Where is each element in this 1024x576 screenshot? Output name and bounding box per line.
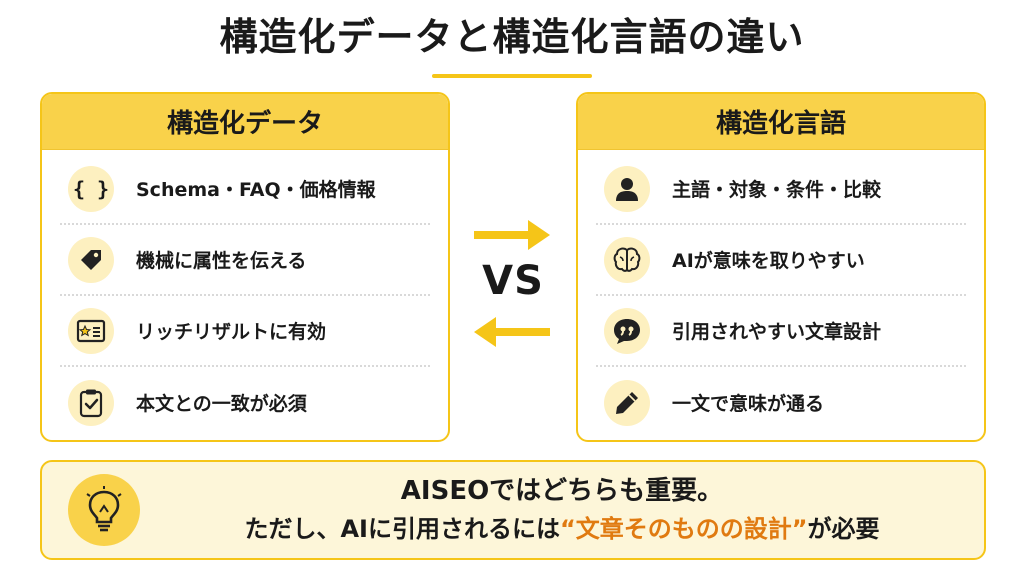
structured-data-header: 構造化データ — [42, 94, 448, 150]
arrow-left-icon — [474, 317, 550, 347]
clipboard-check-icon — [68, 379, 114, 426]
arrow-right-icon — [474, 220, 550, 250]
list-item: 本文との一致が必須 — [60, 367, 430, 438]
list-item-label: 主語・対象・条件・比較 — [672, 179, 882, 201]
list-item: { } Schema・FAQ・価格情報 — [60, 154, 430, 225]
brain-icon — [604, 236, 650, 283]
list-item-label: リッチリザルトに有効 — [136, 321, 327, 343]
curly-braces-icon: { } — [68, 165, 114, 212]
list-item: AIが意味を取りやすい — [596, 225, 966, 296]
list-item-label: 一文で意味が通る — [672, 393, 825, 415]
summary-highlight: “文章そのものの設計” — [559, 515, 808, 543]
list-item-label: 本文との一致が必須 — [136, 393, 307, 415]
quote-bubble-icon — [604, 307, 650, 354]
tag-icon — [68, 236, 114, 283]
list-item-label: Schema・FAQ・価格情報 — [136, 179, 376, 201]
summary-line-1: AISEOではどちらも重要。 — [400, 476, 724, 506]
exchange-arrows — [474, 220, 550, 347]
pencil-icon — [604, 379, 650, 426]
lightbulb-icon — [68, 474, 140, 546]
list-item: リッチリザルトに有効 — [60, 296, 430, 367]
list-item-label: 機械に属性を伝える — [136, 250, 307, 272]
structured-language-card: 構造化言語 主語・対象・条件・比較 AIが意味を取りやすい 引用されやすい文章設… — [576, 92, 986, 442]
list-item: 一文で意味が通る — [596, 367, 966, 438]
summary-callout: AISEOではどちらも重要。 ただし、AIに引用されるには“文章そのものの設計”… — [40, 460, 986, 560]
structured-language-header: 構造化言語 — [578, 94, 984, 150]
summary-line-2-prefix: ただし、AIに引用されるには — [244, 515, 560, 543]
person-icon — [604, 165, 650, 212]
list-item-label: 引用されやすい文章設計 — [672, 321, 882, 343]
list-item: 引用されやすい文章設計 — [596, 296, 966, 367]
list-item: 機械に属性を伝える — [60, 225, 430, 296]
page-title: 構造化データと構造化言語の違い — [219, 15, 805, 59]
vs-label: VS — [482, 258, 544, 304]
structured-data-card: 構造化データ { } Schema・FAQ・価格情報 機械に属性を伝える リッチ… — [40, 92, 450, 442]
list-item: 主語・対象・条件・比較 — [596, 154, 966, 225]
list-item-label: AIが意味を取りやすい — [672, 250, 865, 272]
summary-line-2-suffix: が必要 — [807, 515, 880, 543]
title-underline — [432, 74, 592, 78]
star-card-icon — [68, 307, 114, 354]
summary-line-2: ただし、AIに引用されるには“文章そのものの設計”が必要 — [152, 510, 972, 548]
